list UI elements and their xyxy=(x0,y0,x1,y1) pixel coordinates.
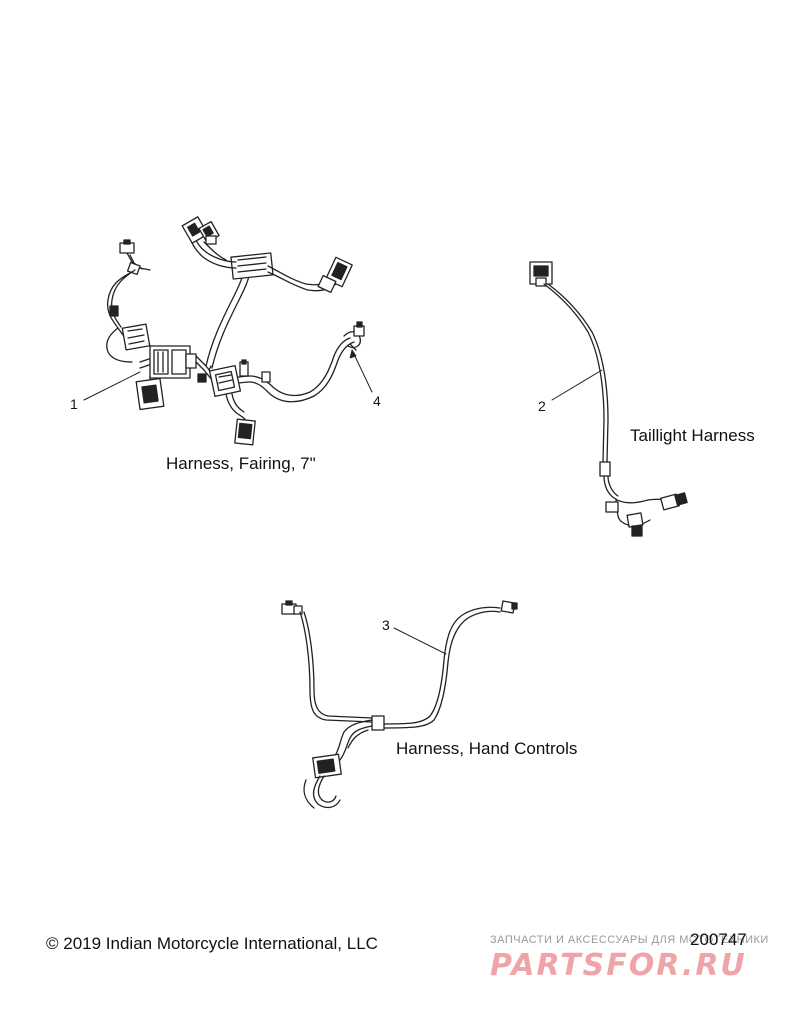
fairing-top-left-connector xyxy=(119,239,135,254)
fairing-harness xyxy=(106,216,365,446)
taillight-end-connector-2 xyxy=(626,512,644,537)
fairing-top-connector-2 xyxy=(317,256,353,294)
taillight-top-connector xyxy=(529,261,553,287)
callout-1-leader xyxy=(83,371,141,401)
callout-2-label: 2 xyxy=(538,398,546,414)
callout-2-leader xyxy=(551,369,603,401)
fairing-right-module xyxy=(208,359,271,398)
callout-4-leader xyxy=(351,349,373,393)
callout-3-leader xyxy=(393,627,447,655)
callout-4-label: 4 xyxy=(373,393,381,409)
hand-lower-connector xyxy=(312,753,342,779)
hand-controls-harness xyxy=(281,600,518,809)
copyright-text: © 2019 Indian Motorcycle International, … xyxy=(46,934,378,953)
fairing-left-plug xyxy=(135,375,165,411)
fairing-clip-part-4 xyxy=(343,321,365,351)
hand-controls-harness-caption: Harness, Hand Controls xyxy=(396,739,578,758)
fairing-lower-plug xyxy=(234,418,256,446)
fairing-main-junction-block xyxy=(149,345,197,379)
fairing-harness-caption: Harness, Fairing, 7" xyxy=(166,454,316,473)
watermark-logo: PARTSFOR.RU xyxy=(490,948,747,983)
taillight-harness xyxy=(529,261,688,537)
taillight-end-connector-1 xyxy=(660,492,688,511)
fairing-top-junction xyxy=(230,252,274,280)
callout-1-label: 1 xyxy=(70,396,78,412)
hand-right-end-connector xyxy=(500,600,518,614)
taillight-inline-connector xyxy=(599,461,611,477)
callout-4-arrowhead xyxy=(349,349,357,359)
drawing-number: 200747 xyxy=(690,930,747,949)
taillight-harness-caption: Taillight Harness xyxy=(630,426,755,445)
callout-3-label: 3 xyxy=(382,617,390,633)
hand-left-end-connector xyxy=(281,600,303,615)
watermark-subtitle: ЗАПЧАСТИ И АКСЕССУАРЫ ДЛЯ МОТОТЕХНИКИ xyxy=(490,934,769,946)
